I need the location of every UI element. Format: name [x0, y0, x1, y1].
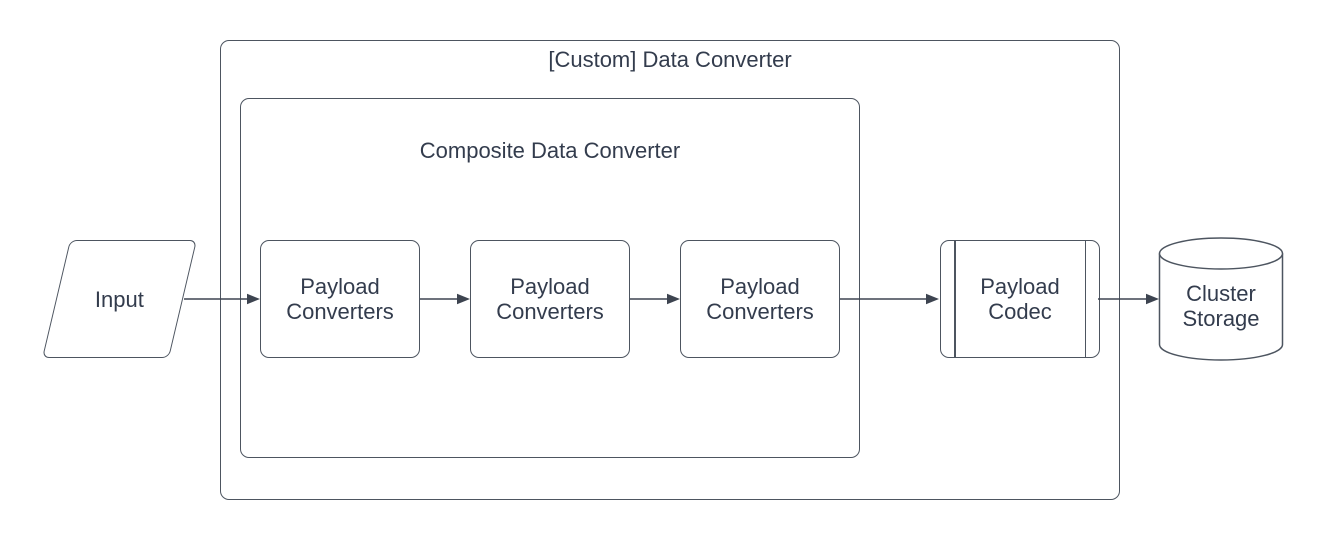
cylinder-body: [1158, 253, 1284, 361]
cluster-storage-shape: [1158, 237, 1284, 361]
payload-converters-node-2: Payload Converters: [470, 240, 630, 358]
payload-converters-node-1: Payload Converters: [260, 240, 420, 358]
payload-converters-label-2: Payload Converters: [496, 274, 604, 324]
cylinder-top: [1158, 237, 1284, 270]
payload-converters-label-1: Payload Converters: [286, 274, 394, 324]
cluster-storage-node: Cluster Storage: [1157, 254, 1285, 358]
custom-data-converter-label: [Custom] Data Converter: [548, 47, 792, 72]
composite-data-converter-container: [240, 98, 860, 458]
codec-left-bar: [954, 241, 956, 357]
composite-data-converter-label: Composite Data Converter: [419, 138, 681, 163]
input-label: Input: [95, 286, 144, 312]
payload-converters-label-3: Payload Converters: [706, 274, 814, 324]
payload-converters-node-3: Payload Converters: [680, 240, 840, 358]
custom-data-converter-container: [220, 40, 1120, 500]
payload-codec-node: Payload Codec: [940, 240, 1100, 358]
input-node: Input: [42, 240, 197, 358]
cluster-storage-label: Cluster Storage: [1182, 281, 1260, 331]
codec-right-bar: [1084, 241, 1086, 357]
payload-codec-label: Payload Codec: [980, 274, 1060, 324]
